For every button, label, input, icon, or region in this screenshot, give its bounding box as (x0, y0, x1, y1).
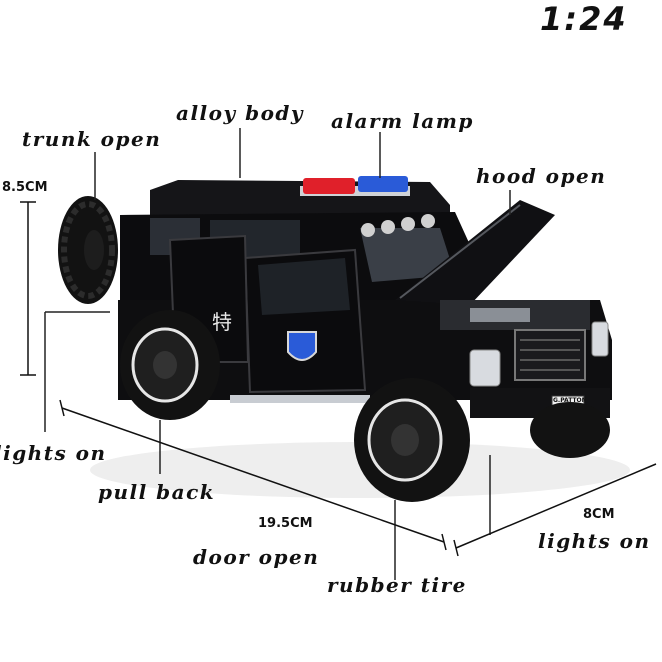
lights-on-right-label: lights on (538, 529, 651, 553)
dimension-lines (20, 201, 657, 557)
vehicle-body (118, 180, 612, 418)
license-plate: G.PATTON (553, 397, 587, 404)
width-dimension: 8CM (583, 507, 615, 522)
front-wheel (354, 378, 470, 502)
trunk-open-label: trunk open (22, 127, 162, 151)
rubber-tire-label: rubber tire (327, 573, 467, 597)
front-right-wheel (530, 402, 610, 458)
height-dimension: 8.5CM (2, 180, 48, 195)
leader-lines (44, 128, 511, 580)
hood-open-label: hood open (476, 164, 607, 188)
spare-tire (58, 196, 118, 304)
lights-on-left-label: lights on (0, 441, 107, 465)
alarm-lamp-bar (300, 176, 410, 196)
pull-back-label: pull back (98, 480, 216, 504)
door-emblem-text: 特 (212, 310, 232, 334)
roof-light-row (361, 214, 435, 237)
alarm-lamp-label: alarm lamp (331, 109, 474, 133)
alloy-body-label: alloy body (176, 101, 305, 125)
ground-shadow (90, 442, 630, 498)
rear-wheel (120, 310, 220, 420)
door-open-label: door open (193, 545, 320, 569)
length-dimension: 19.5CM (258, 516, 313, 531)
scale-label: 1:24 (540, 0, 628, 38)
